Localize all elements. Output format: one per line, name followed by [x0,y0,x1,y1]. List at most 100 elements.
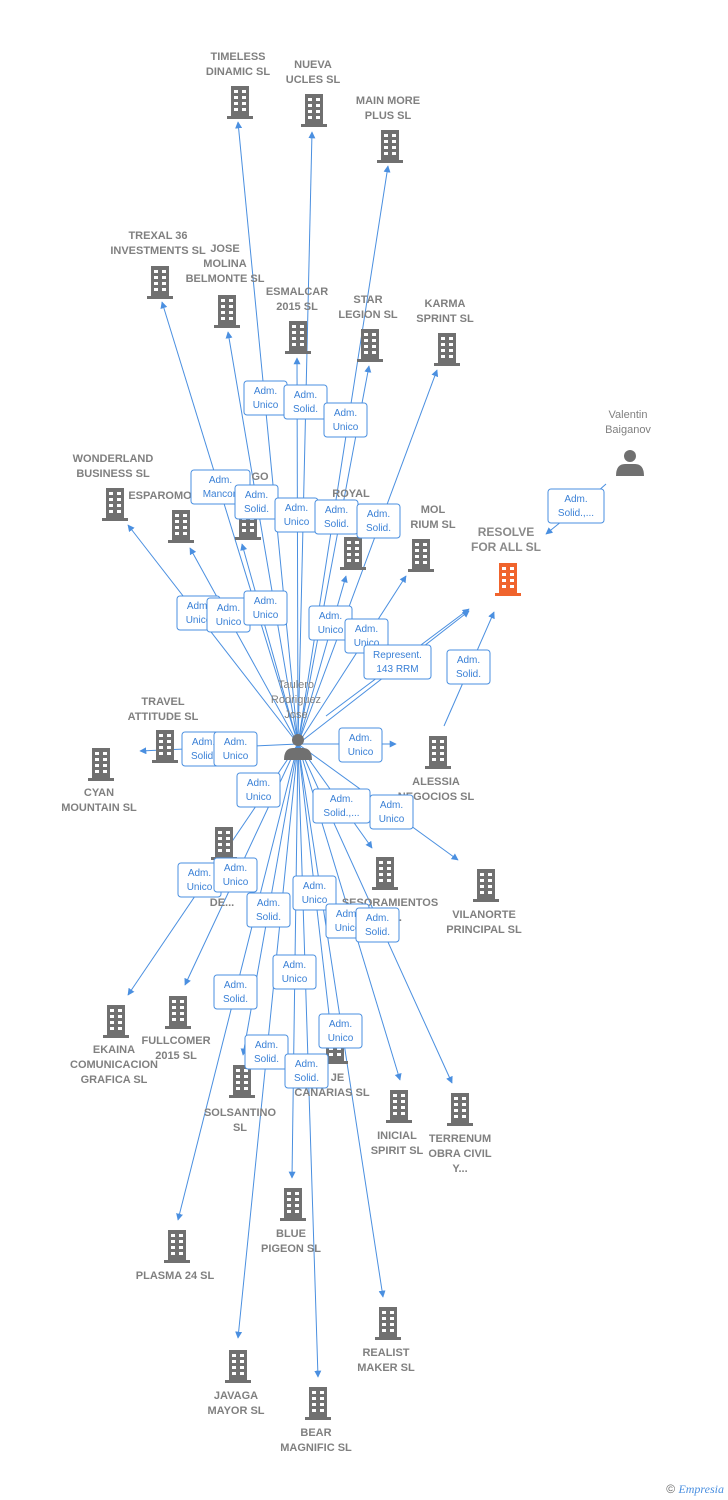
relation-label[interactable]: Adm.Unico [292,875,337,911]
relation-edge [235,121,299,745]
relation-label[interactable]: Adm.Unico [243,380,288,416]
company-node-go[interactable]: GO [235,471,269,540]
relation-label-text: Unico [379,814,405,825]
relation-label[interactable]: Adm.Unico [236,772,281,808]
relation-label[interactable]: Adm.Unico [272,954,317,990]
company-name-line: TRAVEL [141,696,184,708]
relation-label[interactable]: Adm.Solid. [283,384,328,420]
relation-edge [297,575,348,745]
relation-label-text: Solid. [256,912,281,923]
relation-label-text: Adm. [283,960,306,971]
relation-label-text: Solid. [365,927,390,938]
relation-label-text: Adm. [217,603,240,614]
company-name-line: BELMONTE SL [186,273,265,285]
relation-label[interactable]: Adm.Solid. [446,649,491,685]
relation-label[interactable]: Adm.Solid. [355,907,400,943]
company-name-line: ATTITUDE SL [128,711,199,723]
company-name-line: UCLES SL [286,74,341,86]
company-name-line: VILANORTE [452,909,516,921]
company-node-esmalcar[interactable]: ESMALCAR 2015 SL [266,286,328,354]
relation-label[interactable]: Adm.Solid. [244,1034,289,1070]
relation-label[interactable]: Adm.Solid. [246,892,291,928]
building-icon [88,748,114,781]
relation-label[interactable]: Adm.Unico [369,794,414,830]
company-name-line: WONDERLAND [73,453,154,465]
company-node-royal[interactable]: ROYAL [332,488,370,570]
building-icon [227,86,253,119]
company-node-de[interactable]: DE... [210,827,237,909]
company-name-line: JAVAGA [214,1390,258,1402]
relation-label-box [323,402,368,438]
company-name-line: MOL [421,504,446,516]
relation-label[interactable]: Adm.Solid. [213,974,258,1010]
relation-label-text: Adm. [334,408,357,419]
relation-label[interactable]: Adm.Unico [243,590,288,626]
relation-label-text: Solid. [244,504,269,515]
relation-label[interactable]: Adm.Unico [213,857,258,893]
relation-label-text: Adm. [319,611,342,622]
company-name-line: ESMALCAR [266,286,328,298]
relation-label[interactable]: Adm.Solid. [314,499,359,535]
relation-label-text: Solid. [223,994,248,1005]
building-icon [357,329,383,362]
company-node-esparomo[interactable]: ESPAROMO [128,490,194,543]
relation-label[interactable]: Adm. Solid. [234,484,279,520]
company-name-line: MAKER SL [357,1362,415,1374]
relation-label-text: Adm. [245,490,268,501]
relation-label[interactable]: Adm.Solid.,... [547,488,605,524]
person-name-line: Rodriguez [271,694,321,706]
relation-label[interactable]: Adm.Unico [318,1013,363,1049]
relation-label[interactable]: Adm.Unico [274,497,319,533]
relation-label-box [244,1034,289,1070]
company-name-line: KARMA [425,298,466,310]
relation-edge [127,524,299,745]
relation-label[interactable]: Adm.Solid.,... [312,788,371,824]
relation-label-text: Adm. [303,881,326,892]
relation-label-text: Adm. [349,733,372,744]
relation-label[interactable]: Adm.Unico [213,731,258,767]
relation-label-text: Unico [253,610,279,621]
relation-label-text: Solid. [366,523,391,534]
building-icon [152,730,178,763]
relation-edge [297,369,439,745]
relation-label[interactable]: Adm.Unico [338,727,383,763]
relation-label-text: Adm. [294,390,317,401]
relation-label[interactable]: Adm.Solid. [356,503,401,539]
relation-label[interactable]: Adm.Unico [177,862,222,898]
relation-label[interactable]: Adm.Unico [323,402,368,438]
relation-label-text: Adm. [187,601,210,612]
company-node-plasma[interactable]: PLASMA 24 SL [136,1230,215,1282]
footer-brand[interactable]: © Empresia [666,1482,724,1497]
building-icon [147,266,173,299]
company-name-line: 2015 SL [276,301,318,313]
relation-label[interactable]: Represent.143 RRM [363,644,432,680]
company-node-travel[interactable]: TRAVEL ATTITUDE SL [128,696,199,763]
building-icon [280,1188,306,1221]
relation-label-text: Adm. [209,475,232,486]
relation-label[interactable]: Adm.Solid. [284,1053,329,1089]
